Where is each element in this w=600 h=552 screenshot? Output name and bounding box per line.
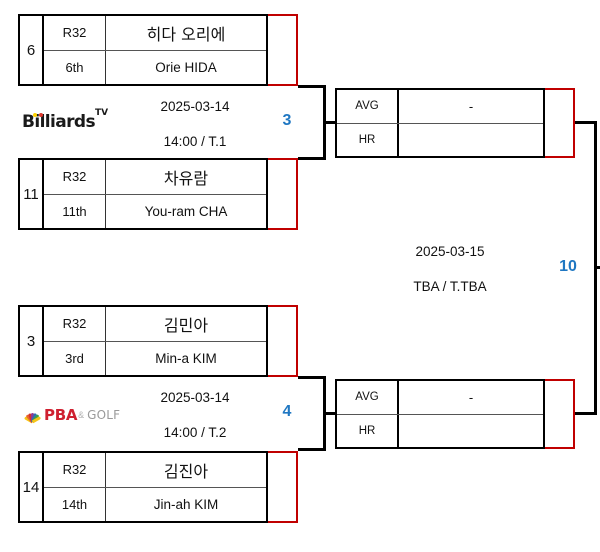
player-row-korean: R32 김진아 bbox=[44, 453, 266, 488]
player-name-korean-text: 차유람 bbox=[163, 168, 209, 188]
match-meta-3: 2025-03-14 14:00 / T.1 bbox=[140, 99, 250, 150]
hr-value bbox=[399, 124, 543, 157]
connector-bottom-horizontal bbox=[298, 448, 326, 451]
golf-wordmark: GOLF bbox=[87, 408, 121, 422]
match-date: 2025-03-14 bbox=[160, 99, 230, 114]
round-label: R32 bbox=[44, 160, 106, 194]
player-box-seed-3[interactable]: 3 R32 김민아 3rd Min-a KIM bbox=[18, 305, 298, 377]
final-match-time: TBA / T.TBA bbox=[413, 278, 487, 294]
stats-table: AVG - HR bbox=[335, 379, 545, 449]
match-time: 14:00 / T.2 bbox=[163, 424, 227, 440]
billiards-tv-logo: BilliardsTV bbox=[22, 108, 127, 134]
hr-value bbox=[399, 415, 543, 448]
rank-label: 11th bbox=[44, 194, 106, 228]
player-info: R32 김진아 14th Jin-ah KIM bbox=[44, 451, 268, 523]
player-row-english: 14th Jin-ah KIM bbox=[44, 487, 266, 522]
player-name-english: Orie HIDA bbox=[106, 51, 266, 85]
player-row-korean: R32 히다 오리에 bbox=[44, 16, 266, 51]
semifinal-score-cell[interactable] bbox=[545, 379, 575, 449]
stats-row-avg: AVG - bbox=[337, 90, 543, 124]
player-name-korean: 김민아 bbox=[106, 307, 266, 341]
seed-number: 3 bbox=[18, 305, 44, 377]
seed-number: 6 bbox=[18, 14, 44, 86]
player-info: R32 차유람 11th You-ram CHA bbox=[44, 158, 268, 230]
connector-top-horizontal bbox=[298, 85, 326, 88]
player-name-korean: 김진아 bbox=[106, 453, 266, 487]
stats-row-hr: HR bbox=[337, 123, 543, 157]
player-name-english: You-ram CHA bbox=[106, 195, 266, 229]
player-name-english: Min-a KIM bbox=[106, 342, 266, 376]
connector-out-horizontal bbox=[323, 412, 337, 415]
connector-top-horizontal bbox=[298, 376, 326, 379]
final-connector-bottom-horizontal bbox=[575, 412, 597, 415]
avg-value: - bbox=[468, 98, 474, 114]
match-number-10: 10 bbox=[559, 258, 577, 275]
player-name-korean-text: 히다 오리에 bbox=[146, 24, 226, 44]
player-score-cell[interactable] bbox=[268, 305, 298, 377]
player-info: R32 히다 오리에 6th Orie HIDA bbox=[44, 14, 268, 86]
player-name-korean: 히다 오리에 bbox=[106, 16, 266, 50]
round-label: R32 bbox=[44, 453, 106, 487]
final-match-date: 2025-03-15 bbox=[415, 244, 485, 259]
pba-logo-ampersand: & bbox=[78, 410, 85, 420]
hr-label: HR bbox=[337, 123, 399, 156]
rank-label: 3rd bbox=[44, 341, 106, 375]
player-row-english: 3rd Min-a KIM bbox=[44, 341, 266, 376]
match-number-4: 4 bbox=[282, 403, 292, 420]
player-name-english-text: You-ram CHA bbox=[144, 203, 228, 219]
player-score-cell[interactable] bbox=[268, 14, 298, 86]
player-row-english: 6th Orie HIDA bbox=[44, 50, 266, 85]
stats-table: AVG - HR bbox=[335, 88, 545, 158]
match-date: 2025-03-14 bbox=[160, 390, 230, 405]
hr-label: HR bbox=[337, 414, 399, 447]
player-box-seed-11[interactable]: 11 R32 차유람 11th You-ram CHA bbox=[18, 158, 298, 230]
match-time: 14:00 / T.1 bbox=[163, 133, 227, 149]
avg-value: - bbox=[468, 389, 474, 405]
player-name-english-text: Jin-ah KIM bbox=[153, 496, 219, 512]
final-match-meta: 2025-03-15 TBA / T.TBA bbox=[385, 244, 515, 295]
avg-label: AVG bbox=[337, 381, 399, 414]
rank-label: 6th bbox=[44, 50, 106, 84]
final-connector-out-horizontal bbox=[594, 266, 600, 269]
player-name-english-text: Orie HIDA bbox=[155, 59, 217, 75]
player-score-cell[interactable] bbox=[268, 451, 298, 523]
match-number-3: 3 bbox=[282, 112, 292, 129]
logo-dot-red-icon bbox=[39, 113, 43, 117]
rank-label: 14th bbox=[44, 487, 106, 521]
semifinal-stats-box-1[interactable]: AVG - HR bbox=[335, 88, 575, 158]
logo-dot-yellow-icon bbox=[33, 113, 37, 117]
stats-row-hr: HR bbox=[337, 414, 543, 448]
round-label: R32 bbox=[44, 307, 106, 341]
player-name-korean-text: 김민아 bbox=[163, 315, 209, 335]
connector-out-horizontal bbox=[323, 121, 337, 124]
player-info: R32 김민아 3rd Min-a KIM bbox=[44, 305, 268, 377]
billiards-tv-logo-text: BilliardsTV bbox=[22, 108, 108, 132]
player-name-korean: 차유람 bbox=[106, 160, 266, 194]
player-box-seed-6[interactable]: 6 R32 히다 오리에 6th Orie HIDA bbox=[18, 14, 298, 86]
final-connector-top-horizontal bbox=[575, 121, 597, 124]
player-row-korean: R32 차유람 bbox=[44, 160, 266, 195]
peacock-icon bbox=[24, 408, 42, 423]
semifinal-score-cell[interactable] bbox=[545, 88, 575, 158]
connector-bottom-horizontal bbox=[298, 157, 326, 160]
player-name-english: Jin-ah KIM bbox=[106, 488, 266, 522]
round-label: R32 bbox=[44, 16, 106, 50]
seed-number: 11 bbox=[18, 158, 44, 230]
billiards-wordmark: Billiards bbox=[22, 112, 96, 132]
seed-number: 14 bbox=[18, 451, 44, 523]
match-meta-4: 2025-03-14 14:00 / T.2 bbox=[140, 390, 250, 441]
player-row-korean: R32 김민아 bbox=[44, 307, 266, 342]
pba-wordmark: PBA bbox=[44, 406, 78, 424]
player-box-seed-14[interactable]: 14 R32 김진아 14th Jin-ah KIM bbox=[18, 451, 298, 523]
stats-row-avg: AVG - bbox=[337, 381, 543, 415]
player-name-english-text: Min-a KIM bbox=[155, 350, 217, 366]
semifinal-stats-box-2[interactable]: AVG - HR bbox=[335, 379, 575, 449]
pba-golf-logo: PBA & GOLF bbox=[24, 404, 139, 426]
player-score-cell[interactable] bbox=[268, 158, 298, 230]
billiards-tv-superscript: TV bbox=[95, 108, 109, 119]
player-row-english: 11th You-ram CHA bbox=[44, 194, 266, 229]
avg-label: AVG bbox=[337, 90, 399, 123]
player-name-korean-text: 김진아 bbox=[163, 461, 209, 481]
